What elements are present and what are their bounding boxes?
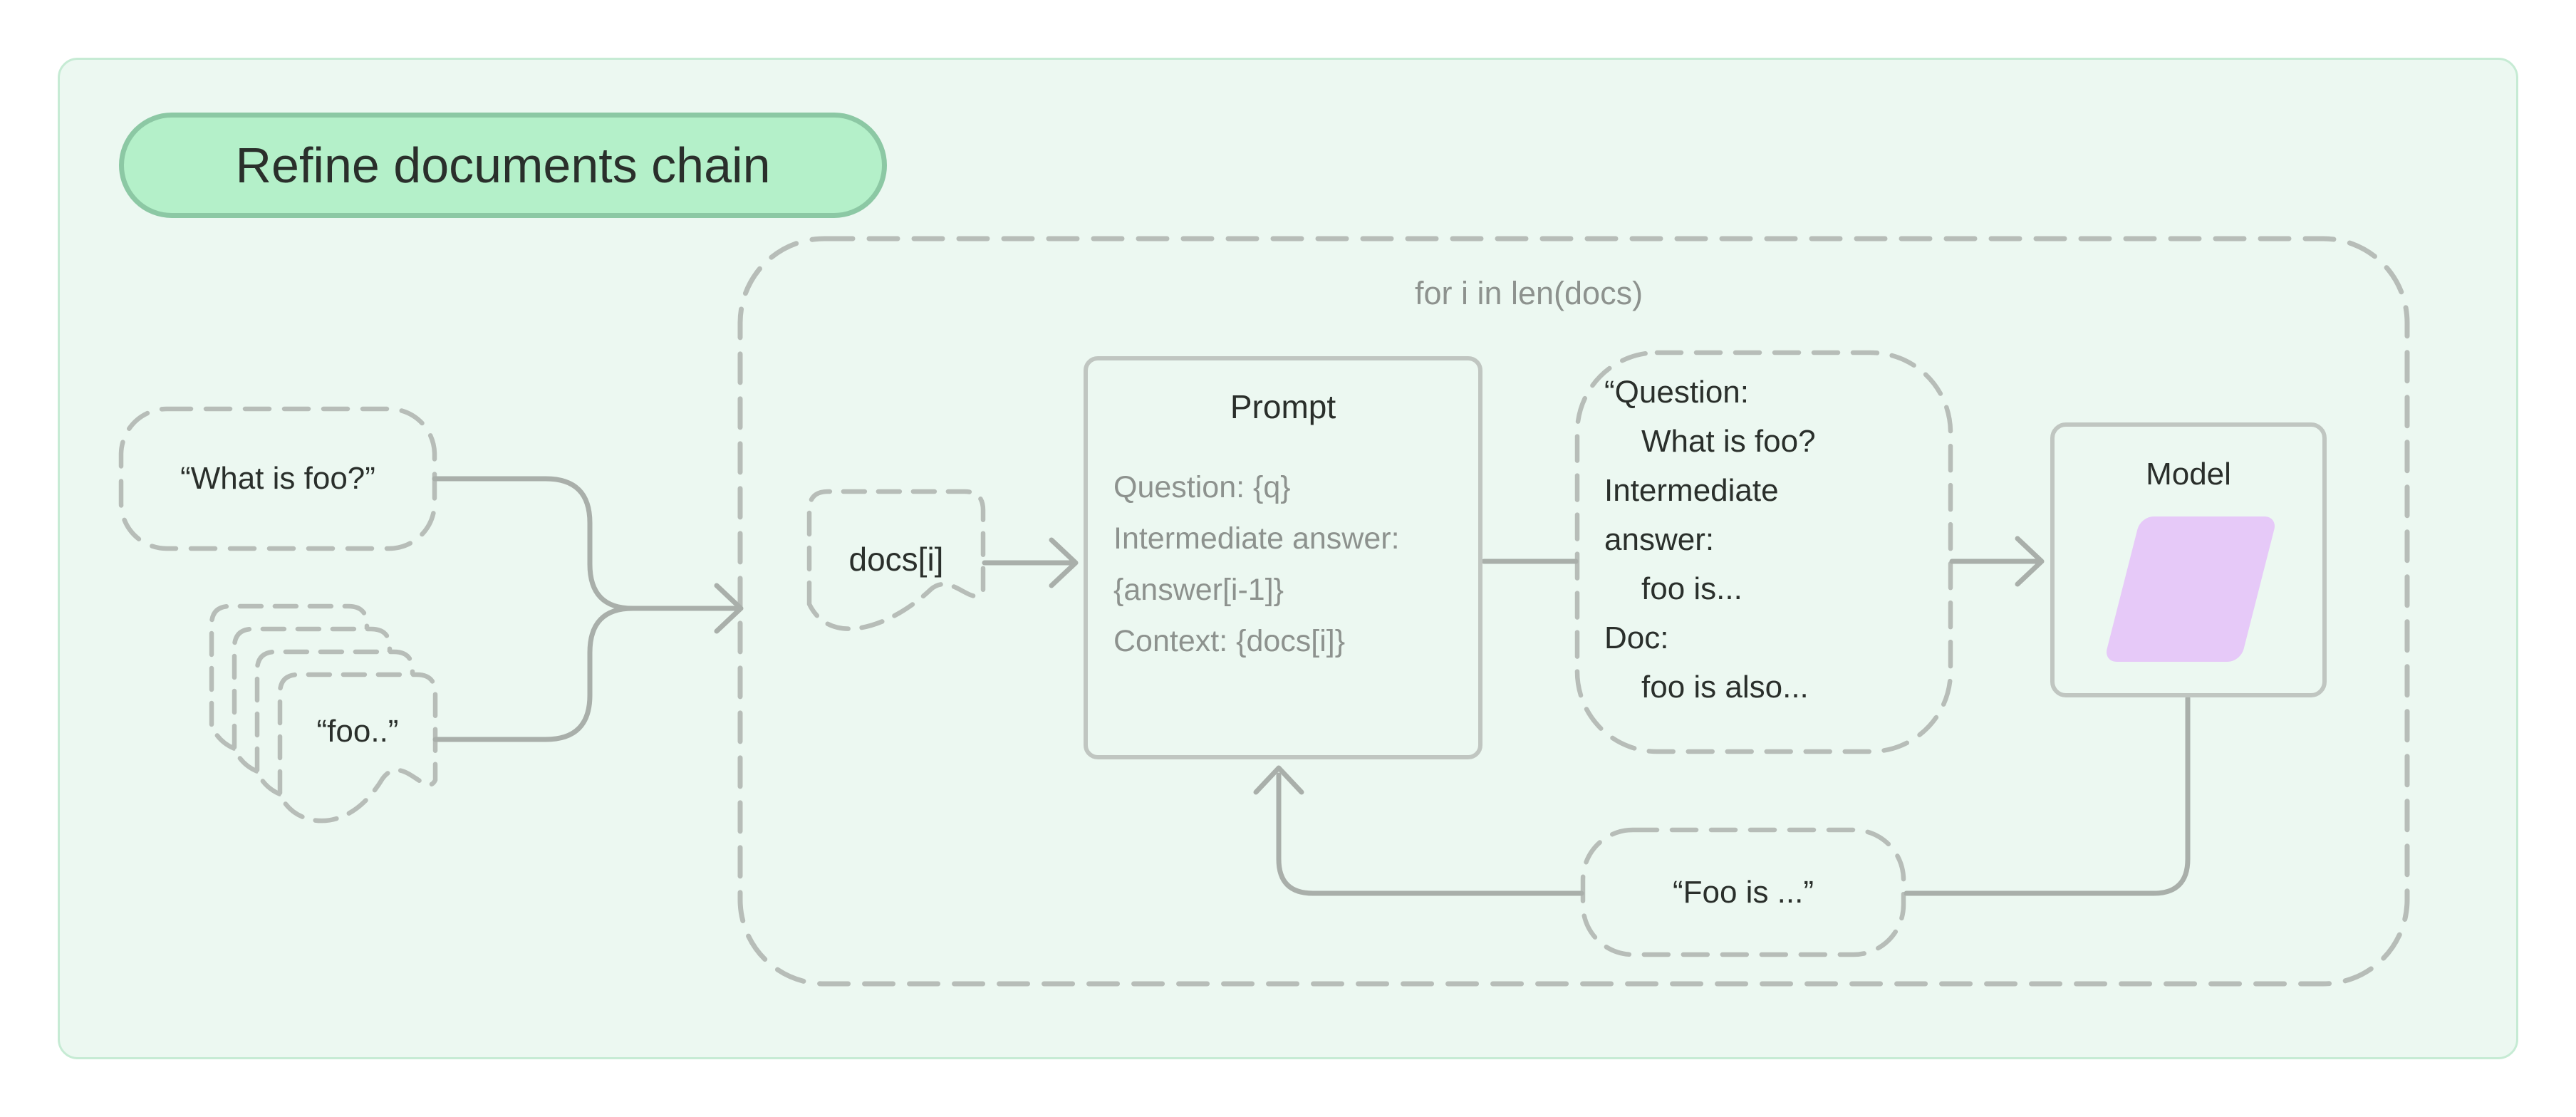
rendered-prompt-line: “Question: [1604,375,1749,410]
model-title: Model [2146,457,2231,492]
prompt-line: {answer[i-1]} [1113,573,1284,607]
title-badge: Refine documents chain [119,113,887,218]
answer-node-label: “Foo is ...” [1672,874,1814,910]
loop-label: for i in len(docs) [1414,275,1643,311]
prompt-line: Intermediate answer: [1113,521,1400,556]
rendered-prompt-line: Doc: [1604,620,1669,655]
prompt-line: Context: {docs[i]} [1113,624,1346,658]
rendered-prompt-line: answer: [1604,522,1715,557]
connector-answer-to-prompt [1276,772,1584,896]
model-parallelogram-icon [2104,516,2278,662]
rendered-prompt-line: What is foo? [1641,424,1816,459]
current-doc-label: docs[i] [848,541,944,578]
rendered-prompt-node-border [1574,350,1953,754]
model-box: Model [2050,422,2327,697]
rendered-prompt-line: Intermediate [1604,473,1779,508]
question-node-label: “What is foo?” [180,461,375,496]
arrowhead-feedback-up [1253,765,1304,795]
connector-question-to-merge [432,476,635,611]
documents-node-label: “foo..” [316,714,399,749]
connector-model-to-answer [1904,695,2191,896]
prompt-title: Prompt [1230,388,1336,425]
arrowhead-into-loop [714,583,744,634]
title-badge-label: Refine documents chain [235,137,771,193]
arrowhead-into-model [2015,536,2045,587]
current-doc-icon [806,489,986,631]
rendered-prompt-text: “Question: What is foo? Intermediate ans… [1604,368,1946,712]
rendered-prompt-line: foo is also... [1641,670,1809,705]
prompt-line: Question: {q} [1113,470,1291,504]
connector-docs-to-merge [432,606,635,742]
prompt-box: Prompt Question: {q} Intermediate answer… [1084,356,1482,759]
arrowhead-into-prompt [1049,537,1079,588]
rendered-prompt-line: foo is... [1641,571,1743,606]
prompt-body: Question: {q} Intermediate answer: {answ… [1113,462,1478,667]
